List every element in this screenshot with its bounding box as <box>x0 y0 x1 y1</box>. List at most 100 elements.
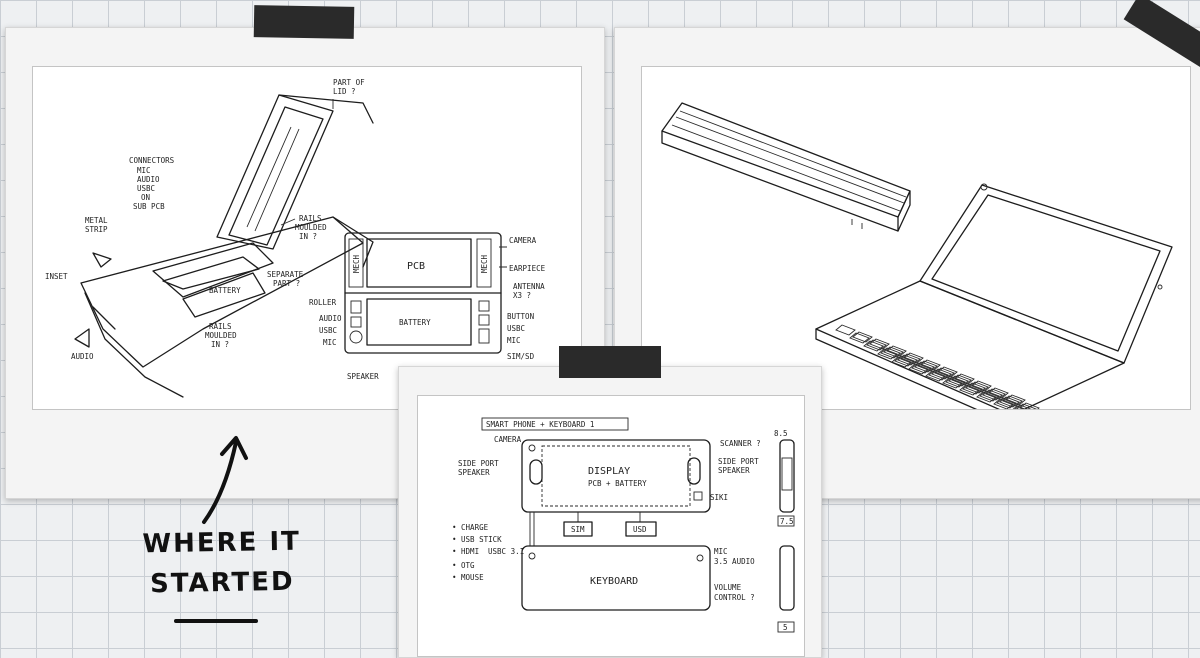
label-side-port-right-2: SPEAKER <box>718 466 750 475</box>
label-earpiece: EARPIECE <box>509 264 546 273</box>
feature-charge: • CHARGE <box>452 523 489 532</box>
label-pcb-battery: PCB + BATTERY <box>588 479 647 488</box>
keyboard-key <box>962 383 983 395</box>
label-dim-side1: 7.5 <box>780 517 794 526</box>
feature-usb-stick: • USB STICK <box>452 535 502 544</box>
label-usd: USD <box>633 525 647 534</box>
label-battery-box: BATTERY <box>399 318 431 327</box>
label-side-port-left-1: SIDE PORT <box>458 459 499 468</box>
layout-sketch-drawing: SMART PHONE + KEYBOARD 1 CAMERA SIDE POR… <box>452 417 795 633</box>
keyboard-key <box>945 376 966 388</box>
keyboard-key <box>985 388 1006 400</box>
keyboard-key <box>988 387 1009 399</box>
label-mic-right: MIC <box>507 336 521 345</box>
tape-strip-bottom <box>559 346 661 378</box>
label-mic: MIC <box>714 547 728 556</box>
tape-strip-left <box>253 5 355 39</box>
keyboard-key <box>894 355 915 367</box>
label-part-of-lid-2: LID ? <box>333 87 356 96</box>
sketch-polaroid-left: PART OF LID ? CONNECTORS MIC AUDIO USBC … <box>5 27 605 499</box>
keyboard-key <box>959 384 980 396</box>
keyboard-key <box>880 347 901 359</box>
label-audio-small: AUDIO <box>319 314 342 323</box>
keyboard-key <box>866 339 887 351</box>
keyboard-key <box>971 380 992 392</box>
keyboard-key <box>877 348 898 360</box>
label-connectors-audio: AUDIO <box>137 175 160 184</box>
label-sim: SIM <box>571 525 585 534</box>
feature-otg: • OTG <box>452 561 475 570</box>
keyboard-key <box>1016 403 1037 409</box>
keyboard-key <box>925 370 946 382</box>
label-dim-top: 8.5 <box>774 429 788 438</box>
keyboard-key <box>1019 402 1040 409</box>
keyboard-key <box>928 369 949 381</box>
label-battery: BATTERY <box>209 286 241 295</box>
label-button: BUTTON <box>507 312 534 321</box>
device-render-polaroid <box>614 27 1200 499</box>
label-mech-right: MECH <box>480 254 489 273</box>
keyboard-key <box>1014 404 1032 409</box>
hinge-sketch-photo: PART OF LID ? CONNECTORS MIC AUDIO USBC … <box>32 66 582 410</box>
keyboard-key <box>849 332 870 344</box>
keyboard-key <box>1002 395 1023 407</box>
keyboard-key <box>993 398 1014 409</box>
layout-sketch-photo: SMART PHONE + KEYBOARD 1 CAMERA SIDE POR… <box>417 395 805 657</box>
label-part-of-lid-1: PART OF <box>333 78 365 87</box>
caption-line-2: STARTED <box>149 566 295 600</box>
caption-line-1: WHERE IT <box>142 526 302 560</box>
where-it-started-caption: WHERE IT STARTED <box>141 522 302 605</box>
label-dim-side2: 5 <box>783 623 788 632</box>
label-mech-left: MECH <box>352 254 361 273</box>
keyboard-key <box>948 375 969 387</box>
label-separate-part-1: SEPARATE <box>267 270 304 279</box>
label-siki: SIKI <box>710 493 728 502</box>
label-rails-top-1: RAILS <box>299 214 322 223</box>
hinge-sketch-drawing: PART OF LID ? CONNECTORS MIC AUDIO USBC … <box>45 78 546 398</box>
keyboard-key <box>863 340 884 352</box>
feature-mouse: • MOUSE <box>452 573 484 582</box>
keyboard-key <box>976 391 997 403</box>
label-camera: CAMERA <box>509 236 537 245</box>
label-rails-bottom-2: MOULDED <box>205 331 237 340</box>
keyboard-key <box>852 331 873 343</box>
keyboard-key <box>934 367 955 379</box>
label-separate-part-2: PART ? <box>273 279 300 288</box>
label-rails-top-3: IN ? <box>299 232 317 241</box>
feature-hdmi: • HDMI <box>452 547 479 556</box>
keyboard-key <box>908 363 929 375</box>
keyboard-key <box>886 345 907 357</box>
layout-sketch-polaroid: SMART PHONE + KEYBOARD 1 CAMERA SIDE POR… <box>398 366 822 658</box>
label-usbc-right: USBC <box>507 324 525 333</box>
keyboard-key <box>954 373 975 385</box>
label-scanner: SCANNER ? <box>720 439 761 448</box>
keyboard-key <box>914 361 935 373</box>
keyboard-key <box>931 368 952 380</box>
label-mic-left: MIC <box>323 338 337 347</box>
keyboard-key <box>897 354 918 366</box>
label-connectors-sub-pcb: SUB PCB <box>133 202 165 211</box>
label-inset: INSET <box>45 272 68 281</box>
label-antenna-1: ANTENNA <box>513 282 545 291</box>
keyboard-key <box>869 338 890 350</box>
label-roller: ROLLER <box>309 298 337 307</box>
keyboard-key <box>1005 394 1026 406</box>
label-volume: VOLUME <box>714 583 742 592</box>
caption-underline <box>174 619 258 623</box>
label-connectors-mic: MIC <box>137 166 151 175</box>
keyboard-key <box>883 346 904 358</box>
label-side-port-left-2: SPEAKER <box>458 468 490 477</box>
keyboard-key <box>982 389 1003 401</box>
keyboard-key <box>917 360 938 372</box>
label-rails-bottom-3: IN ? <box>211 340 229 349</box>
keyboard-key <box>835 324 856 336</box>
label-usbc-left: USBC <box>319 326 337 335</box>
device-render-photo <box>641 66 1191 410</box>
keyboard-key <box>999 396 1020 408</box>
keyboard-key <box>920 359 941 371</box>
label-display: DISPLAY <box>588 466 630 477</box>
label-metal-strip-1: METAL <box>85 216 108 225</box>
label-smart-phone-keyboard: SMART PHONE + KEYBOARD 1 <box>486 420 594 429</box>
label-rails-bottom-1: RAILS <box>209 322 232 331</box>
label-sim-sd: SIM/SD <box>507 352 535 361</box>
